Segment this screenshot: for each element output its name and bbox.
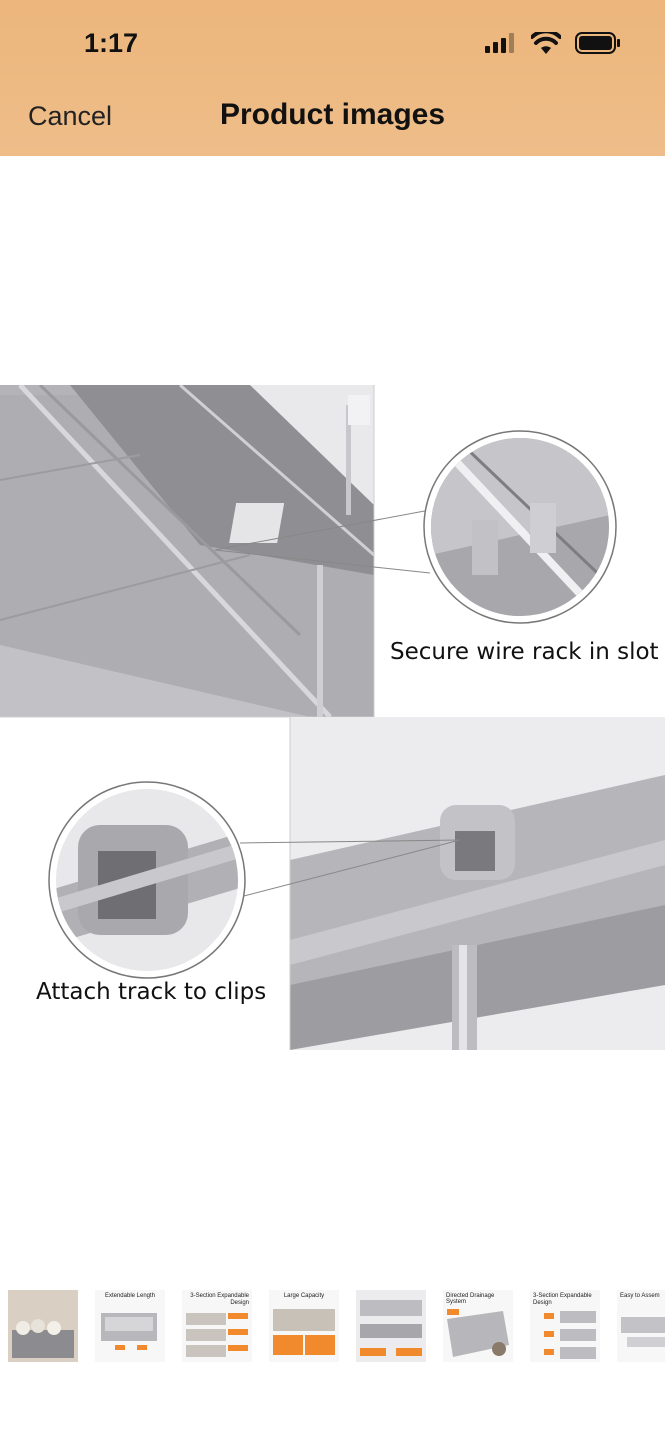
thumbnail-strip[interactable]: Extendable Length 3-Section Expandable D… [0, 1290, 665, 1368]
status-time: 1:17 [84, 28, 139, 58]
thumbnail-1[interactable] [8, 1290, 78, 1362]
thumbnail-4[interactable]: Large Capacity [269, 1290, 339, 1362]
thumbnail-6[interactable]: Directed Drainage System [443, 1290, 513, 1362]
thumbnail-image [544, 1311, 596, 1359]
thumbnail-3[interactable]: 3-Section Expandable Design [182, 1290, 252, 1362]
status-icons [485, 32, 621, 54]
thumbnail-7[interactable]: 3-Section Expandable Design [530, 1290, 600, 1362]
thumbnail-5[interactable] [356, 1290, 426, 1362]
thumbnail-image [621, 1317, 665, 1347]
thumbnail-title: Directed Drainage System [446, 1293, 495, 1305]
cancel-button[interactable]: Cancel [28, 101, 113, 131]
thumbnail-image [273, 1309, 335, 1355]
battery-icon [575, 32, 620, 54]
caption-attach-track: Attach track to clips [36, 979, 267, 1005]
thumbnail-image [186, 1313, 248, 1357]
page-title: Product images [219, 98, 446, 131]
thumbnail-title: Large Capacity [283, 1293, 325, 1299]
thumbnail-image [8, 1290, 78, 1362]
wifi-icon [531, 32, 561, 54]
thumbnail-8[interactable]: Easy to Assem [617, 1290, 665, 1362]
thumbnail-title: 3-Section Expandable Design [190, 1293, 249, 1306]
thumbnail-title: 3-Section Expandable Design [533, 1293, 592, 1306]
main-product-image[interactable]: Secure wire rack in slot Attach track to… [0, 383, 665, 1050]
thumbnail-2[interactable]: Extendable Length [95, 1290, 165, 1362]
thumbnail-image [447, 1309, 509, 1357]
thumbnail-image [101, 1313, 157, 1350]
product-illustration [0, 383, 665, 1050]
caption-secure-wire-rack: Secure wire rack in slot [390, 639, 659, 665]
thumbnail-image [356, 1290, 426, 1362]
thumbnail-title: Easy to Assem [620, 1293, 660, 1299]
thumbnail-title: Extendable Length [104, 1293, 156, 1299]
top-header: 1:17 Cancel Product images [0, 0, 665, 156]
cellular-signal-icon [485, 33, 514, 53]
